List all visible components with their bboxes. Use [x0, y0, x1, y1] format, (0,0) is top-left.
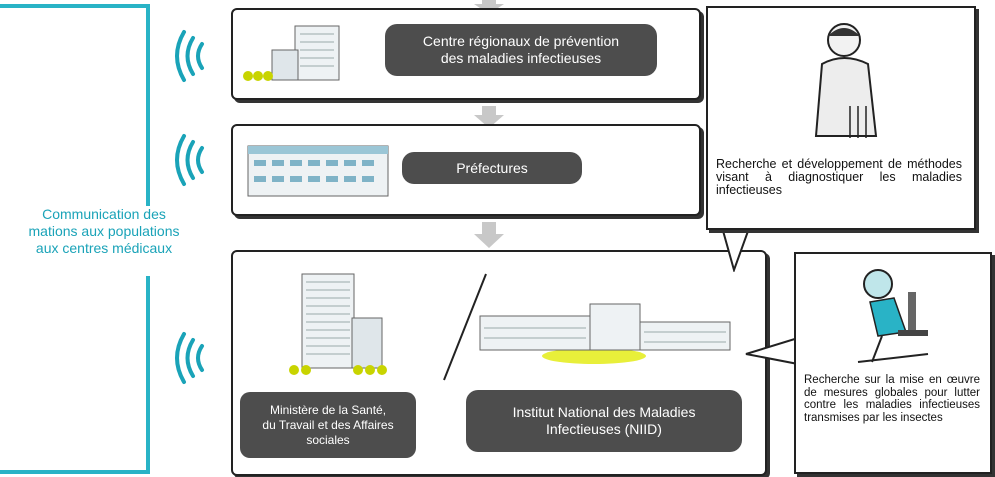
- divider-slash: [443, 273, 487, 381]
- building-icon: [247, 145, 389, 197]
- ministere-label: Ministère de la Santé, du Travail et des…: [240, 392, 416, 458]
- research-insects-callout: [794, 252, 992, 474]
- signal-waves-icon: [175, 30, 204, 82]
- ministere-line1: Ministère de la Santé,: [269, 402, 387, 417]
- niid-building-icon: [479, 303, 731, 364]
- scientist-icon: [814, 23, 878, 138]
- communication-label: Communication des mations aux population…: [0, 206, 218, 276]
- centre-regional-label: Centre régionaux de prévention des malad…: [385, 24, 657, 76]
- niid-label: Institut National des Maladies Infectieu…: [466, 390, 742, 452]
- microscope-icon: [857, 269, 929, 363]
- signal-waves-icon: [175, 332, 204, 384]
- ministry-building-icon: [289, 273, 387, 375]
- callout-pointer: [718, 220, 754, 272]
- communication-line3: aux centres médicaux: [35, 240, 173, 256]
- down-arrow-icon: [474, 106, 504, 128]
- building-icon: [243, 25, 340, 81]
- niid-line2: Infectieuses (NIID): [546, 421, 662, 437]
- research-insects-text: Recherche sur la mise en œuvre de mesure…: [804, 374, 980, 424]
- centre-regional-line2: des maladies infectieuses: [440, 50, 602, 66]
- communication-line2: mations aux populations: [28, 223, 180, 239]
- niid-line1: Institut National des Maladies: [512, 404, 696, 420]
- centre-regional-line1: Centre régionaux de prévention: [422, 33, 620, 49]
- communication-line1: Communication des: [42, 206, 166, 222]
- ministere-line2: du Travail et des Affaires: [262, 417, 394, 432]
- prefectures-label: Préfectures: [402, 152, 582, 184]
- callout-pointer: [745, 336, 799, 366]
- ministere-line3: sociales: [306, 432, 350, 447]
- down-arrow-icon: [474, 0, 504, 14]
- signal-waves-icon: [175, 134, 204, 186]
- down-arrow-icon: [474, 222, 504, 248]
- research-diagnostic-text: Recherche et développement de méthodes v…: [716, 157, 962, 197]
